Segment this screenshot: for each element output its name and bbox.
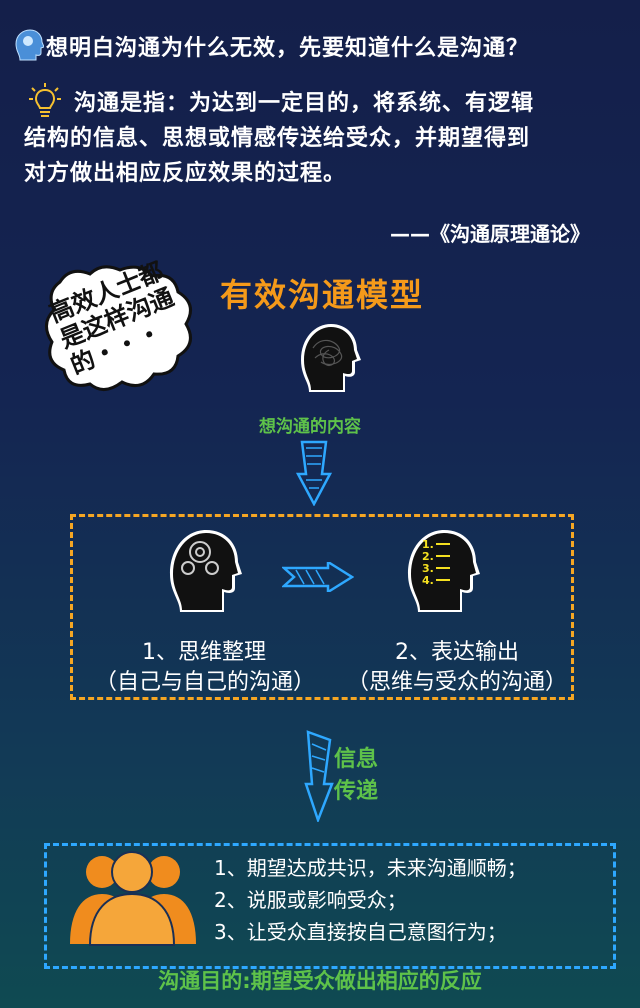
light-bulb-icon: [29, 83, 61, 117]
thinking-process-box: [70, 514, 574, 700]
goals-box: [44, 843, 616, 969]
list-head-icon: 1. 2. 3. 4.: [408, 530, 480, 612]
tangled-thoughts-head-icon: [301, 324, 361, 392]
definition-line-2: 结构的信息、思想或情感传送给受众，并期望得到: [24, 126, 531, 151]
definition-line-1: 沟通是指：为达到一定目的，将系统、有逻辑: [74, 91, 535, 116]
arrow-down-icon: [296, 440, 332, 506]
goal-item-3: 3、让受众直接按自己意图行为；: [214, 920, 507, 944]
info-transfer-label: 信息 传递: [334, 747, 379, 804]
arrow-right-icon: [282, 562, 354, 592]
definition-line-3: 对方做出相应反应效果的过程。: [24, 161, 347, 186]
speech-bubble: [45, 265, 192, 391]
people-group-icon: [70, 851, 196, 946]
goal-item-1: 1、期望达成共识，未来沟通顺畅；: [214, 856, 527, 880]
head-icon: [15, 29, 44, 61]
footer-purpose: 沟通目的:期望受众做出相应的反应: [158, 969, 482, 993]
page-title: 想明白沟通为什么无效，先要知道什么是沟通？: [46, 36, 530, 61]
list-number: 3.: [422, 562, 434, 575]
goal-item-2: 2、说服或影响受众；: [214, 888, 407, 912]
arrow-down-icon: [304, 730, 334, 822]
definition-source: ——《沟通原理通论》: [390, 222, 590, 246]
list-number: 1.: [422, 538, 434, 551]
step-1-subtitle: （自己与自己的沟通）: [94, 670, 315, 695]
step-2-subtitle: （思维与受众的沟通）: [346, 670, 567, 695]
list-number: 4.: [422, 574, 434, 587]
list-number: 2.: [422, 550, 434, 563]
think-content-label: 想沟通的内容: [259, 417, 361, 437]
step-2-title: 2、表达输出: [395, 640, 519, 665]
gears-head-icon: [170, 530, 242, 612]
model-title: 有效沟通模型: [220, 276, 425, 314]
step-1-title: 1、思维整理: [142, 640, 266, 665]
